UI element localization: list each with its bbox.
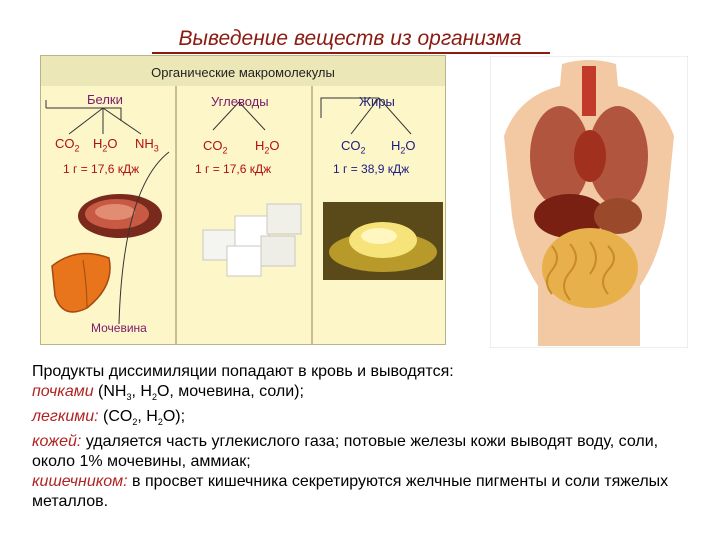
category-carbohydrates: Углеводы [211,94,269,109]
meat-image [78,194,162,238]
energy-carbohydrates: 1 г = 17,6 кДж [195,162,272,176]
lungs-term: легкими: [32,408,99,426]
urea-label: Мочевина [91,321,147,335]
intestine-line: кишечником: в просвет кишечника секретир… [0,472,720,512]
product-co2: CO2 [203,138,228,156]
intestine-term: кишечником: [32,473,128,491]
description-text: Продукты диссимиляции попадают в кровь и… [0,362,720,512]
product-h2o: H2O [391,138,416,156]
macromolecules-panel: Органические макромолекулы Белки CO2 H2O… [40,55,446,345]
kidneys-detail: (NH3, H2O, мочевина, соли); [98,383,304,403]
category-fats: Жиры [359,94,395,109]
butter-image [323,202,443,280]
liver-image [51,252,111,313]
lungs-line: легкими: (CO2, H2O); [0,407,720,432]
skin-detail: удаляется часть углекислого газа; потовы… [32,433,659,471]
energy-proteins: 1 г = 17,6 кДж [63,162,140,176]
page-title: Выведение веществ из организма [178,27,522,50]
product-h2o: H2O [255,138,280,156]
intro-line: Продукты диссимиляции попадают в кровь и… [32,363,454,380]
product-nh3: NH3 [135,136,159,154]
column-divider [175,86,177,344]
panel-header-label: Органические макромолекулы [151,65,335,80]
skin-term: кожей: [32,433,82,451]
intestine-detail: в просвет кишечника секретируются желчны… [32,473,669,511]
lungs-detail: (CO2, H2O); [103,408,186,428]
panel-header: Органические макромолекулы [41,56,445,86]
sugar-cubes-image [202,203,302,277]
kidneys-term: почками [32,383,94,400]
energy-fats: 1 г = 38,9 кДж [333,162,410,176]
skin-line: кожей: удаляется часть углекислого газа;… [0,432,720,472]
column-divider [311,86,313,344]
anatomy-torso-image [490,56,688,348]
category-proteins: Белки [87,92,123,107]
product-co2: CO2 [341,138,366,156]
product-h2o: H2O [93,136,118,154]
liver-arrow [118,151,170,325]
branch-lines [45,97,412,135]
title-underline [152,52,550,54]
kidneys-line: почками (NH3, H2O, мочевина, соли); [0,382,720,407]
product-co2: CO2 [55,136,80,154]
